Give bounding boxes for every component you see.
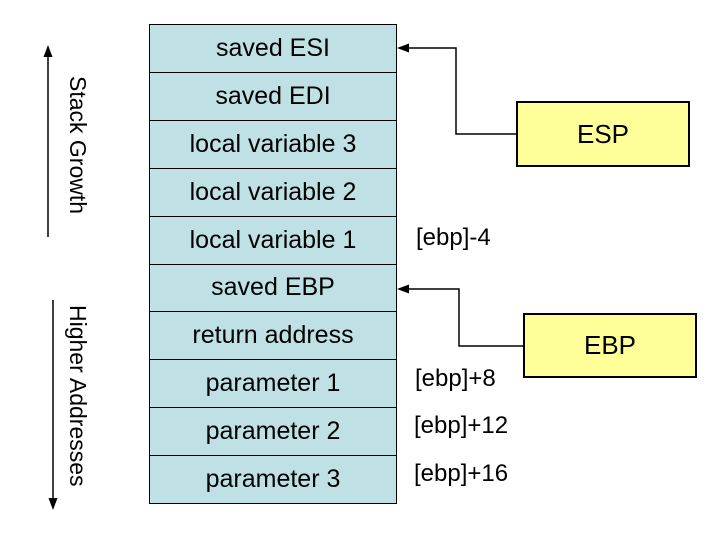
stack-cell-local-variable-3: local variable 3: [150, 119, 396, 168]
stack-cell-parameter-1: parameter 1: [150, 359, 396, 408]
stack-cell-local-variable-1: local variable 1: [150, 215, 396, 264]
stack-growth-label: Stack Growth: [65, 76, 91, 215]
stack-cell-saved-esi: saved ESI: [150, 25, 396, 72]
stack-cell-parameter-2: parameter 2: [150, 407, 396, 456]
stack-cell-saved-edi: saved EDI: [150, 71, 396, 120]
esp-register-box: ESP: [516, 101, 690, 167]
stack-cell-saved-ebp: saved EBP: [150, 263, 396, 312]
ebp-pointer-arrow-icon: [397, 284, 523, 347]
offset-label-ebp-plus-8: [ebp]+8: [415, 365, 496, 392]
higher-addresses-down-arrow-icon: [48, 300, 58, 510]
ebp-register-box: EBP: [523, 313, 697, 378]
offset-label-ebp-minus-4: [ebp]-4: [416, 224, 491, 251]
offset-label-ebp-plus-12: [ebp]+12: [414, 412, 509, 439]
esp-register-label: ESP: [576, 118, 630, 149]
esp-pointer-arrow-icon: [397, 43, 516, 135]
stack-cell-local-variable-2: local variable 2: [150, 167, 396, 216]
stack-cell-return-address: return address: [150, 311, 396, 360]
higher-addresses-label: Higher Addresses: [65, 305, 91, 487]
ebp-register-label: EBP: [583, 330, 637, 360]
stack-growth-up-arrow-icon: [43, 45, 53, 237]
stack-cell-parameter-3: parameter 3: [150, 455, 396, 504]
stack-memory-box: saved ESI saved EDI local variable 3 loc…: [149, 24, 397, 504]
offset-label-ebp-plus-16: [ebp]+16: [414, 460, 509, 487]
